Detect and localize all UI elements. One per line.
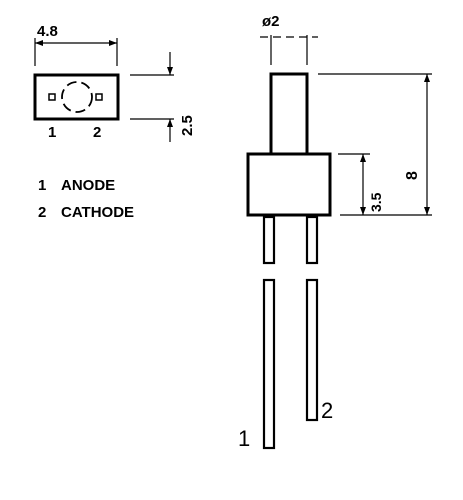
- top-view-pin-1-label: 1: [48, 124, 56, 141]
- top-view-width-arrow-right: [109, 40, 117, 46]
- side-view: ø2 1 2 8 3.5: [238, 13, 432, 451]
- legend-item-2-number: 2: [38, 204, 46, 221]
- side-view-body-arrow-top: [360, 154, 366, 162]
- top-view-pad-2: [95, 93, 103, 101]
- pin-legend: 1 ANODE 2 CATHODE: [38, 177, 134, 221]
- side-view-total-arrow-bottom: [424, 207, 430, 215]
- side-view-lead-2-label: 2: [321, 398, 333, 423]
- top-view-pin-2-label: 2: [93, 124, 101, 141]
- top-view-width-label: 4.8: [37, 23, 58, 40]
- side-view-lead-1-upper: [262, 215, 276, 265]
- side-view-diameter-label: ø2: [262, 13, 280, 30]
- top-view: 4.8 1 2 2.5: [33, 23, 196, 142]
- side-view-total-arrow-top: [424, 74, 430, 82]
- side-view-body: [246, 152, 332, 217]
- top-view-pad-1: [48, 93, 56, 101]
- legend-item-2-name: CATHODE: [61, 204, 134, 221]
- side-view-lead-2-upper: [305, 215, 319, 265]
- legend-item-1-number: 1: [38, 177, 46, 194]
- side-view-body-height-label: 3.5: [368, 192, 384, 212]
- side-view-lead-1-label: 1: [238, 426, 250, 451]
- side-view-lead-2-lower: [305, 278, 319, 422]
- side-view-body-arrow-bottom: [360, 207, 366, 215]
- legend-item-1-name: ANODE: [61, 177, 115, 194]
- top-view-height-arrow-bottom: [167, 119, 173, 127]
- top-view-height-label: 2.5: [179, 115, 196, 136]
- top-view-height-arrow-top: [167, 67, 173, 75]
- side-view-total-height-label: 8: [404, 171, 421, 180]
- top-view-lens-circle: [61, 81, 93, 113]
- side-view-lead-1-lower: [262, 278, 276, 450]
- top-view-width-arrow-left: [35, 40, 43, 46]
- side-view-lens: [269, 72, 309, 156]
